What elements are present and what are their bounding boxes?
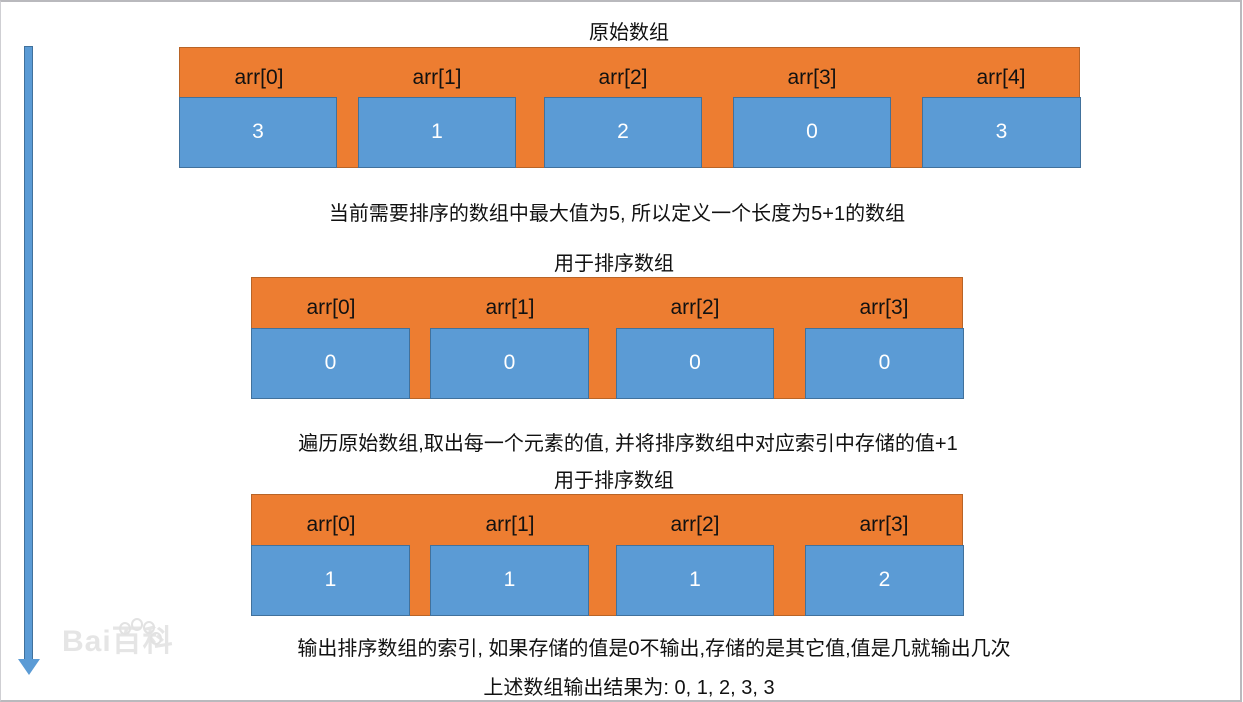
original-array: arr[0] arr[1] arr[2] arr[3] arr[4] 3 1 2… xyxy=(179,47,1081,168)
index-label: arr[3] xyxy=(859,296,909,319)
value-cell: 1 xyxy=(430,545,589,616)
step3-description: 输出排序数组的索引, 如果存储的值是0不输出,存储的是其它值,值是几就输出几次 xyxy=(297,638,1011,660)
arrow-shaft xyxy=(24,46,33,660)
index-label: arr[1] xyxy=(485,513,535,536)
sort-array-title: 用于排序数组 xyxy=(554,253,674,275)
index-label: arr[4] xyxy=(976,66,1026,89)
value-cell: 3 xyxy=(922,97,1081,168)
index-label: arr[3] xyxy=(859,513,909,536)
index-label: arr[2] xyxy=(670,296,720,319)
value-cell: 3 xyxy=(179,97,337,168)
value-cell: 2 xyxy=(544,97,702,168)
sort-array-counted: arr[0] arr[1] arr[2] arr[3] 1 1 1 2 xyxy=(251,494,964,616)
index-label: arr[0] xyxy=(306,296,356,319)
index-label: arr[1] xyxy=(485,296,535,319)
step2-description: 遍历原始数组,取出每一个元素的值, 并将排序数组中对应索引中存储的值+1 xyxy=(298,433,958,455)
value-cell: 0 xyxy=(805,328,964,399)
value-cell: 0 xyxy=(251,328,410,399)
index-label: arr[0] xyxy=(234,66,284,89)
value-cell: 1 xyxy=(616,545,774,616)
output-result: 上述数组输出结果为: 0, 1, 2, 3, 3 xyxy=(483,677,775,699)
original-array-title: 原始数组 xyxy=(589,22,669,44)
sort-array-initial: arr[0] arr[1] arr[2] arr[3] 0 0 0 0 xyxy=(251,277,964,399)
value-cell: 0 xyxy=(616,328,774,399)
index-label: arr[2] xyxy=(670,513,720,536)
value-cell: 0 xyxy=(733,97,891,168)
value-cell: 1 xyxy=(358,97,516,168)
step1-description: 当前需要排序的数组中最大值为5, 所以定义一个长度为5+1的数组 xyxy=(328,203,906,225)
index-label: arr[1] xyxy=(412,66,462,89)
sort-array-title: 用于排序数组 xyxy=(554,470,674,492)
value-cell: 1 xyxy=(251,545,410,616)
index-label: arr[2] xyxy=(598,66,648,89)
value-cell: 2 xyxy=(805,545,964,616)
arrow-head xyxy=(18,659,40,675)
value-cell: 0 xyxy=(430,328,589,399)
index-label: arr[0] xyxy=(306,513,356,536)
index-label: arr[3] xyxy=(787,66,837,89)
